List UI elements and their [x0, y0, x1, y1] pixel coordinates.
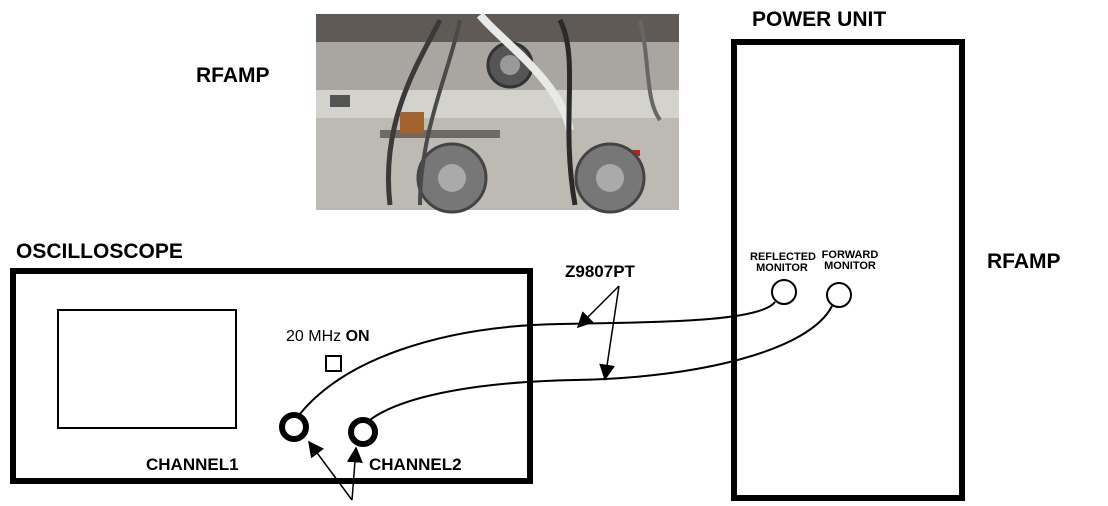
rfamp-side-label: RFAMP: [987, 250, 1061, 273]
cable-label: Z9807PT: [565, 262, 635, 281]
cable-callout-arrow-upper: [576, 285, 620, 329]
channel1-label: CHANNEL1: [146, 455, 239, 474]
forward-monitor-line1: FORWARD: [821, 249, 879, 261]
reflected-monitor-connector: [771, 279, 797, 305]
bandwidth-value: 20 MHz: [286, 328, 342, 345]
reflected-monitor-line2: MONITOR: [756, 262, 808, 274]
channel1-callout-arrow: [308, 440, 353, 501]
bandwidth-label: 20 MHz ON: [286, 328, 370, 346]
oscilloscope-label: OSCILLOSCOPE: [16, 240, 183, 263]
forward-monitor-connector: [826, 282, 852, 308]
reflected-monitor-label: REFLECTED MONITOR: [750, 251, 816, 274]
oscilloscope-box: [10, 268, 533, 484]
channel1-connector: [279, 412, 309, 442]
cable-channel1-to-reflected: [295, 301, 776, 420]
rfamp-photo-label: RFAMP: [196, 64, 270, 87]
reflected-monitor-line1: REFLECTED: [750, 251, 816, 263]
channel2-callout-arrow: [346, 446, 363, 501]
channel2-label: CHANNEL2: [369, 455, 462, 474]
forward-monitor-label: FORWARD MONITOR: [818, 250, 882, 272]
cable-callout-arrow-lower: [599, 285, 620, 381]
power-unit-label: POWER UNIT: [752, 8, 887, 31]
channel2-connector: [348, 417, 378, 447]
forward-monitor-line2: MONITOR: [824, 260, 876, 272]
bandwidth-limit-switch: [325, 355, 342, 372]
rfamp-photo: [316, 12, 679, 214]
power-unit-box: [731, 39, 965, 501]
oscilloscope-screen: [57, 309, 237, 429]
cable-channel2-to-forward: [363, 305, 833, 426]
bandwidth-state: ON: [345, 328, 370, 345]
